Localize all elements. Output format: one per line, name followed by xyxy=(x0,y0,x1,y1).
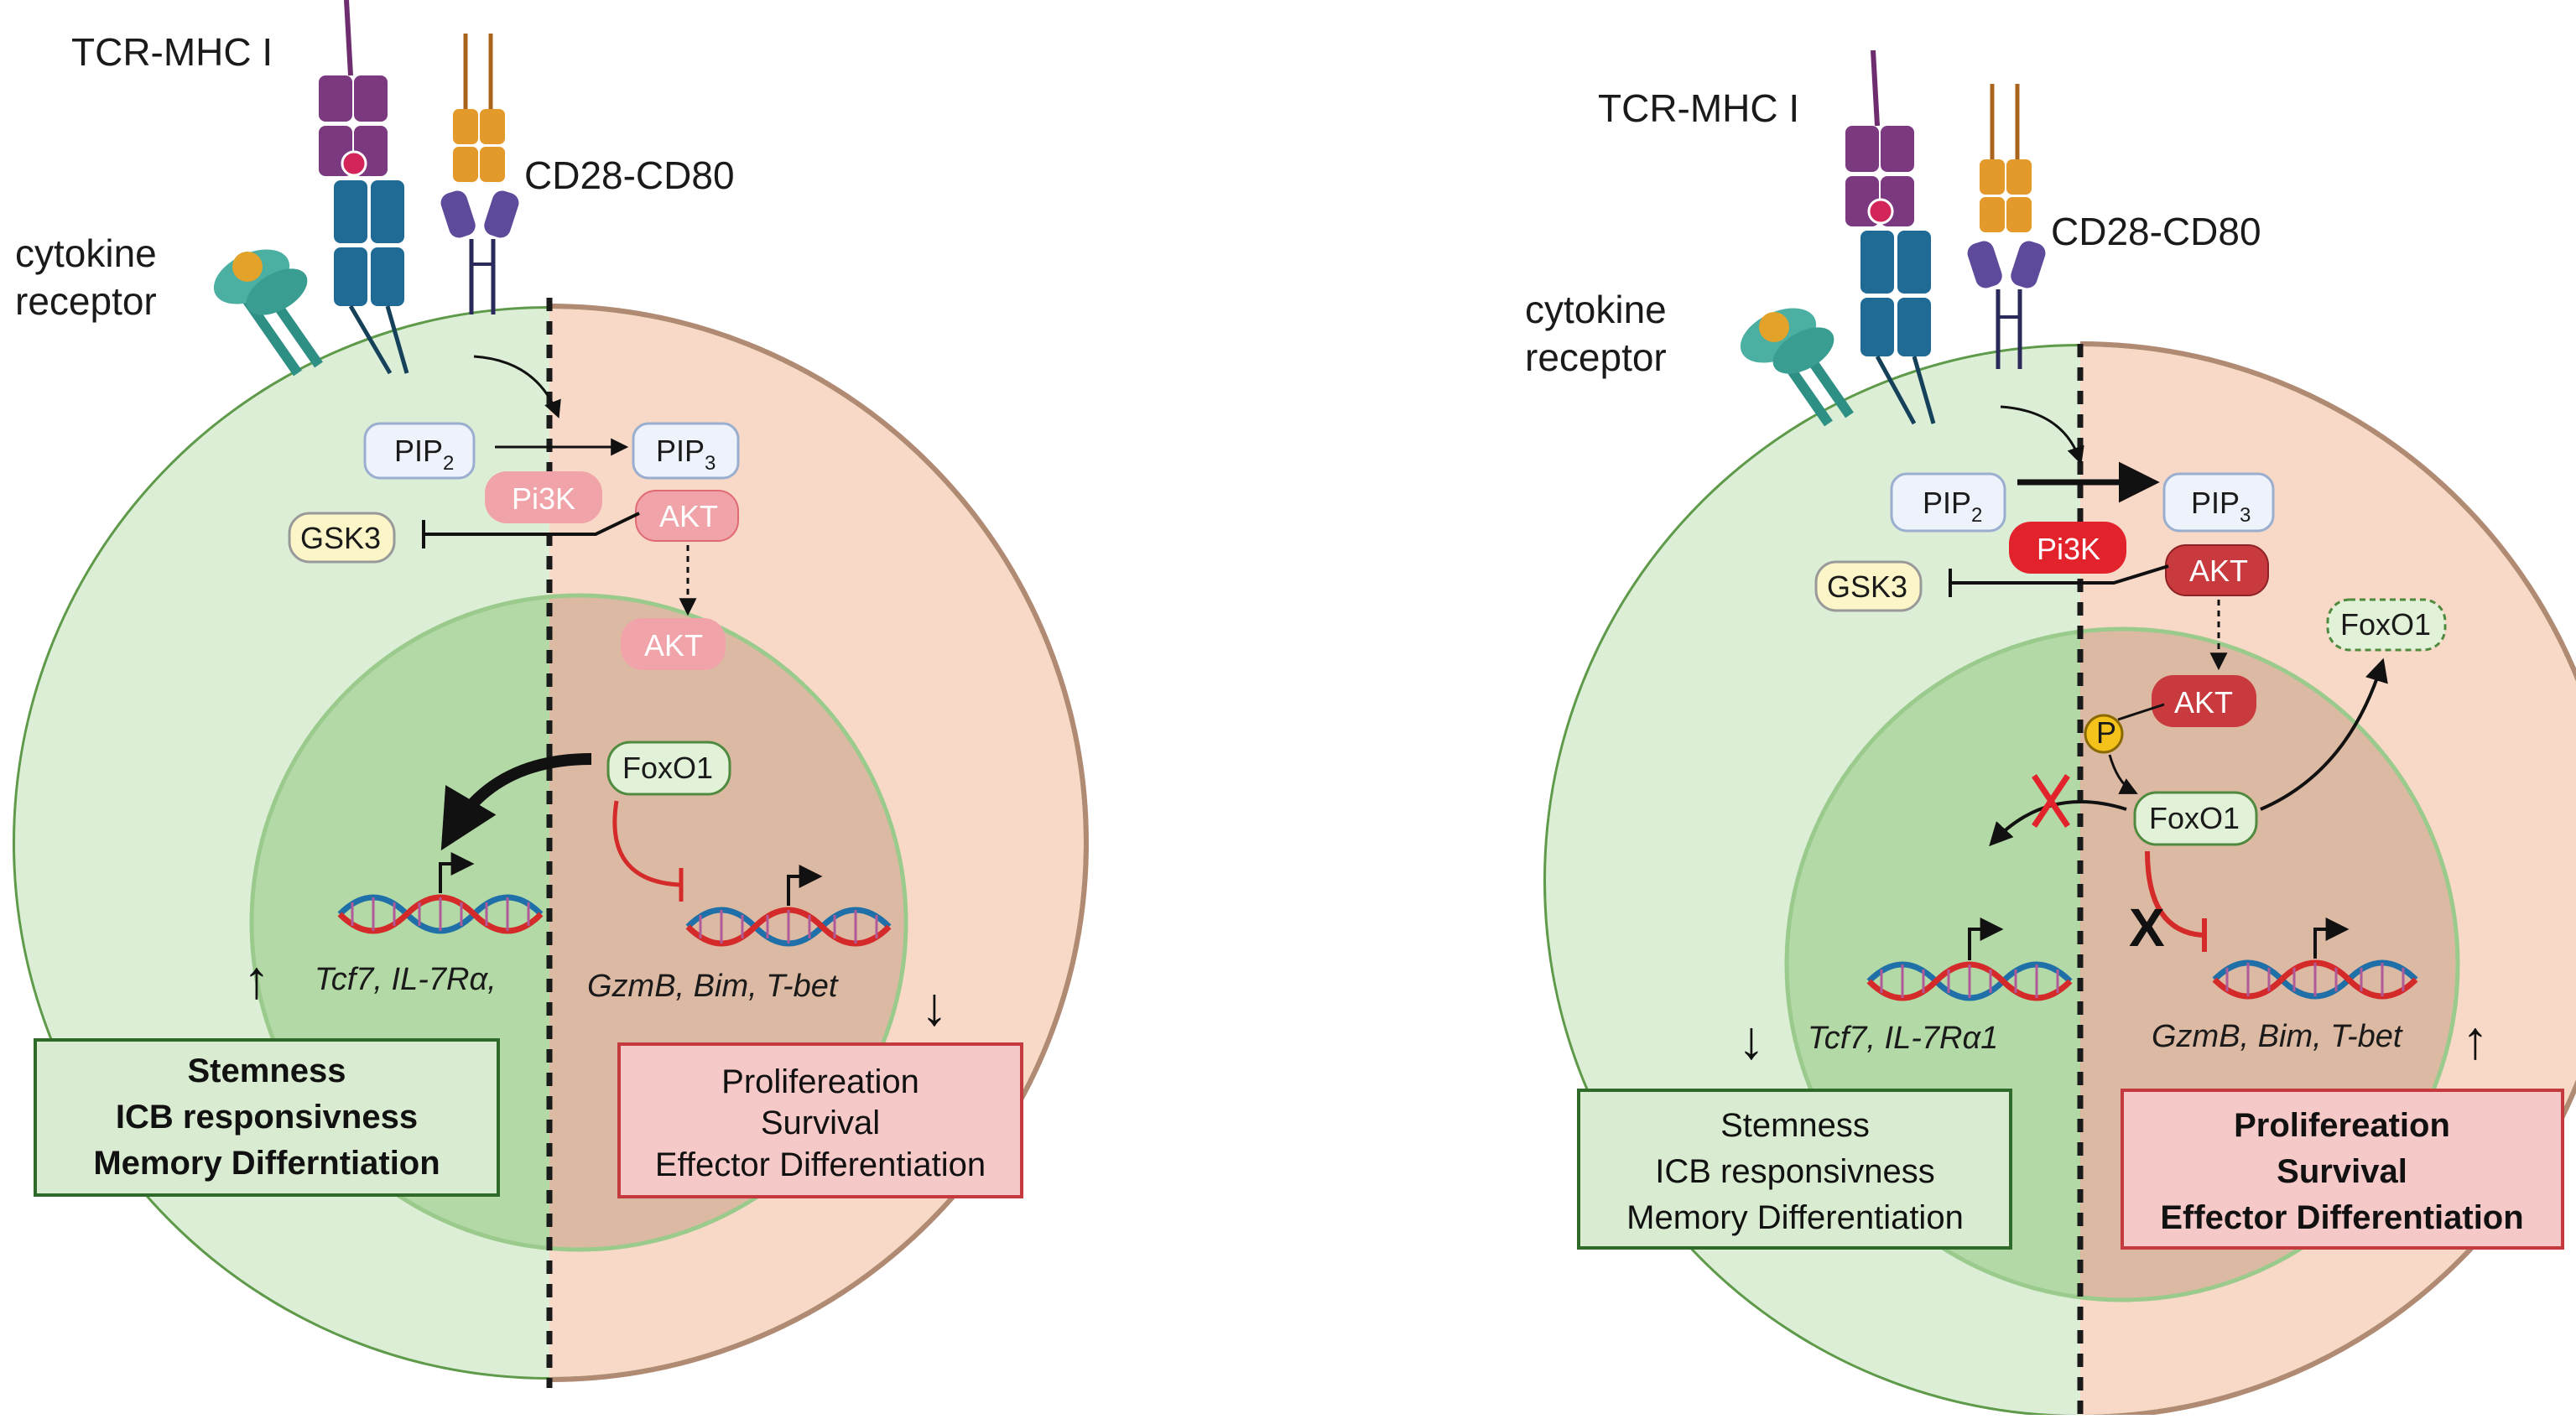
left-green-box: Stemness ICB responsivness Memory Differ… xyxy=(34,1038,500,1197)
right-panel: cytokine receptor TCR-MHC I xyxy=(1525,49,2576,1419)
left-tcr-icon xyxy=(319,0,409,375)
right-red-box-line-2: Survival xyxy=(2277,1153,2407,1190)
right-dna-icon-2 xyxy=(2212,917,2418,1000)
left-pi3k-label: Pi3K xyxy=(512,481,575,516)
left-foxo1-activation-arrow xyxy=(440,753,592,851)
right-phospho-label: P xyxy=(2096,715,2116,750)
right-phospho-icon xyxy=(2084,714,2124,754)
left-green-box-line-1: Stemness xyxy=(188,1053,346,1089)
right-green-box-line-2: ICB responsivness xyxy=(1655,1153,1934,1190)
right-genes-left: Tcf7, IL-7Rα1 xyxy=(1808,1021,1998,1056)
left-akt-membrane-label: AKT xyxy=(659,499,718,533)
right-foxo1-repression-line xyxy=(2145,850,2203,938)
right-foxo1-cyto-node xyxy=(2326,598,2447,652)
right-arrow-down: ↓ xyxy=(1738,1010,1765,1070)
right-arrow-up: ↑ xyxy=(2462,1010,2489,1070)
left-red-box-line-3: Effector Differentiation xyxy=(655,1146,986,1183)
left-cd28-icon xyxy=(440,34,519,314)
right-akt-nuclear-node xyxy=(2152,675,2256,727)
left-red-box-line-1: Prolifereation xyxy=(721,1063,919,1100)
left-arrow-up: ↑ xyxy=(243,949,270,1010)
right-red-box-line-1: Prolifereation xyxy=(2234,1107,2450,1144)
left-panel: cytokine receptor TCR-MHC I xyxy=(13,0,1089,1388)
left-cell xyxy=(13,298,1089,1388)
right-cytokine-label-2: receptor xyxy=(1525,335,1667,379)
left-pip3-node xyxy=(632,422,740,480)
right-membrane-arrow xyxy=(2000,405,2084,465)
left-genes-left: Tcf7, IL-7Rα, xyxy=(315,962,497,997)
left-red-box: Prolifereation Survival Effector Differe… xyxy=(617,1042,1023,1198)
left-foxo1-node xyxy=(606,741,731,796)
right-tcr-icon xyxy=(1845,49,1936,425)
left-gsk3-inhibition-line xyxy=(424,512,640,536)
right-block-x-icon xyxy=(2032,774,2070,828)
right-cytokine-receptor-icon xyxy=(1740,308,1854,427)
left-dna-icon-2 xyxy=(685,865,892,947)
right-gsk3-inhibition-line xyxy=(1950,564,2169,585)
left-akt-nuclear-node xyxy=(621,618,726,670)
right-gsk3-node xyxy=(1814,560,1923,612)
right-foxo1-nuclear-node xyxy=(2133,791,2258,846)
left-genes-right: GzmB, Bim, T-bet xyxy=(587,969,839,1004)
right-dna-icon-1 xyxy=(1866,917,2073,1001)
left-cytokine-label-2: receptor xyxy=(15,279,157,323)
right-red-box: Prolifereation Survival Effector Differe… xyxy=(2121,1089,2564,1250)
right-cd28-label: CD28-CD80 xyxy=(2051,210,2261,253)
right-pip3-label: PIP3 xyxy=(2191,486,2251,527)
left-green-box-line-2: ICB responsivness xyxy=(116,1099,418,1136)
right-green-box-line-1: Stemness xyxy=(1720,1107,1870,1144)
right-akt-nuclear-label: AKT xyxy=(2174,685,2233,720)
left-gsk3-node xyxy=(288,512,396,564)
right-phospho-arrow xyxy=(2108,754,2138,794)
right-akt-membrane-label: AKT xyxy=(2189,554,2248,588)
left-cytokine-receptor-icon xyxy=(213,249,323,377)
left-arrow-down: ↓ xyxy=(921,976,948,1037)
right-foxo1-cyto-label: FoxO1 xyxy=(2340,607,2431,642)
left-cd28-label: CD28-CD80 xyxy=(524,153,735,197)
right-pip2-label: PIP2 xyxy=(1923,486,1982,527)
left-cytokine-label-1: cytokine xyxy=(15,231,157,275)
left-akt-nuclear-label: AKT xyxy=(644,628,703,663)
right-pi3k-node xyxy=(2009,522,2126,574)
left-red-box-line-2: Survival xyxy=(761,1105,880,1141)
right-red-box-line-3: Effector Differentiation xyxy=(2160,1199,2523,1236)
left-pi3k-node xyxy=(485,471,602,523)
right-tcr-label: TCR-MHC I xyxy=(1598,86,1799,130)
left-foxo1-repression-line xyxy=(612,800,680,887)
right-phospho-link xyxy=(2117,703,2165,721)
left-dna-icon-1 xyxy=(337,852,544,934)
right-genes-right: GzmB, Bim, T-bet xyxy=(2152,1019,2403,1054)
left-pip2-node xyxy=(363,422,476,480)
left-pip3-label: PIP3 xyxy=(656,434,716,475)
left-gsk3-label: GSK3 xyxy=(300,521,381,555)
right-akt-membrane-node xyxy=(2165,544,2269,596)
left-membrane-arrow xyxy=(473,355,561,418)
right-cd28-icon xyxy=(1967,84,2046,369)
right-gsk3-label: GSK3 xyxy=(1827,569,1907,604)
left-foxo1-label: FoxO1 xyxy=(622,751,713,785)
right-pip2-node xyxy=(1890,472,2006,533)
left-green-box-line-3: Memory Differntiation xyxy=(93,1145,440,1182)
right-foxo1-export-arrow xyxy=(2260,658,2388,811)
right-pi3k-label: Pi3K xyxy=(2037,532,2100,566)
left-pip2-label: PIP2 xyxy=(394,434,454,475)
right-block-mark: X xyxy=(2129,897,2165,958)
right-green-box-line-3: Memory Differentiation xyxy=(1626,1199,1964,1236)
left-tcr-label: TCR-MHC I xyxy=(71,30,273,74)
right-pip3-node xyxy=(2162,472,2275,533)
right-foxo1-nuclear-label: FoxO1 xyxy=(2149,801,2240,835)
right-green-box: Stemness ICB responsivness Memory Differ… xyxy=(1577,1089,2012,1250)
right-cytokine-label-1: cytokine xyxy=(1525,288,1667,331)
